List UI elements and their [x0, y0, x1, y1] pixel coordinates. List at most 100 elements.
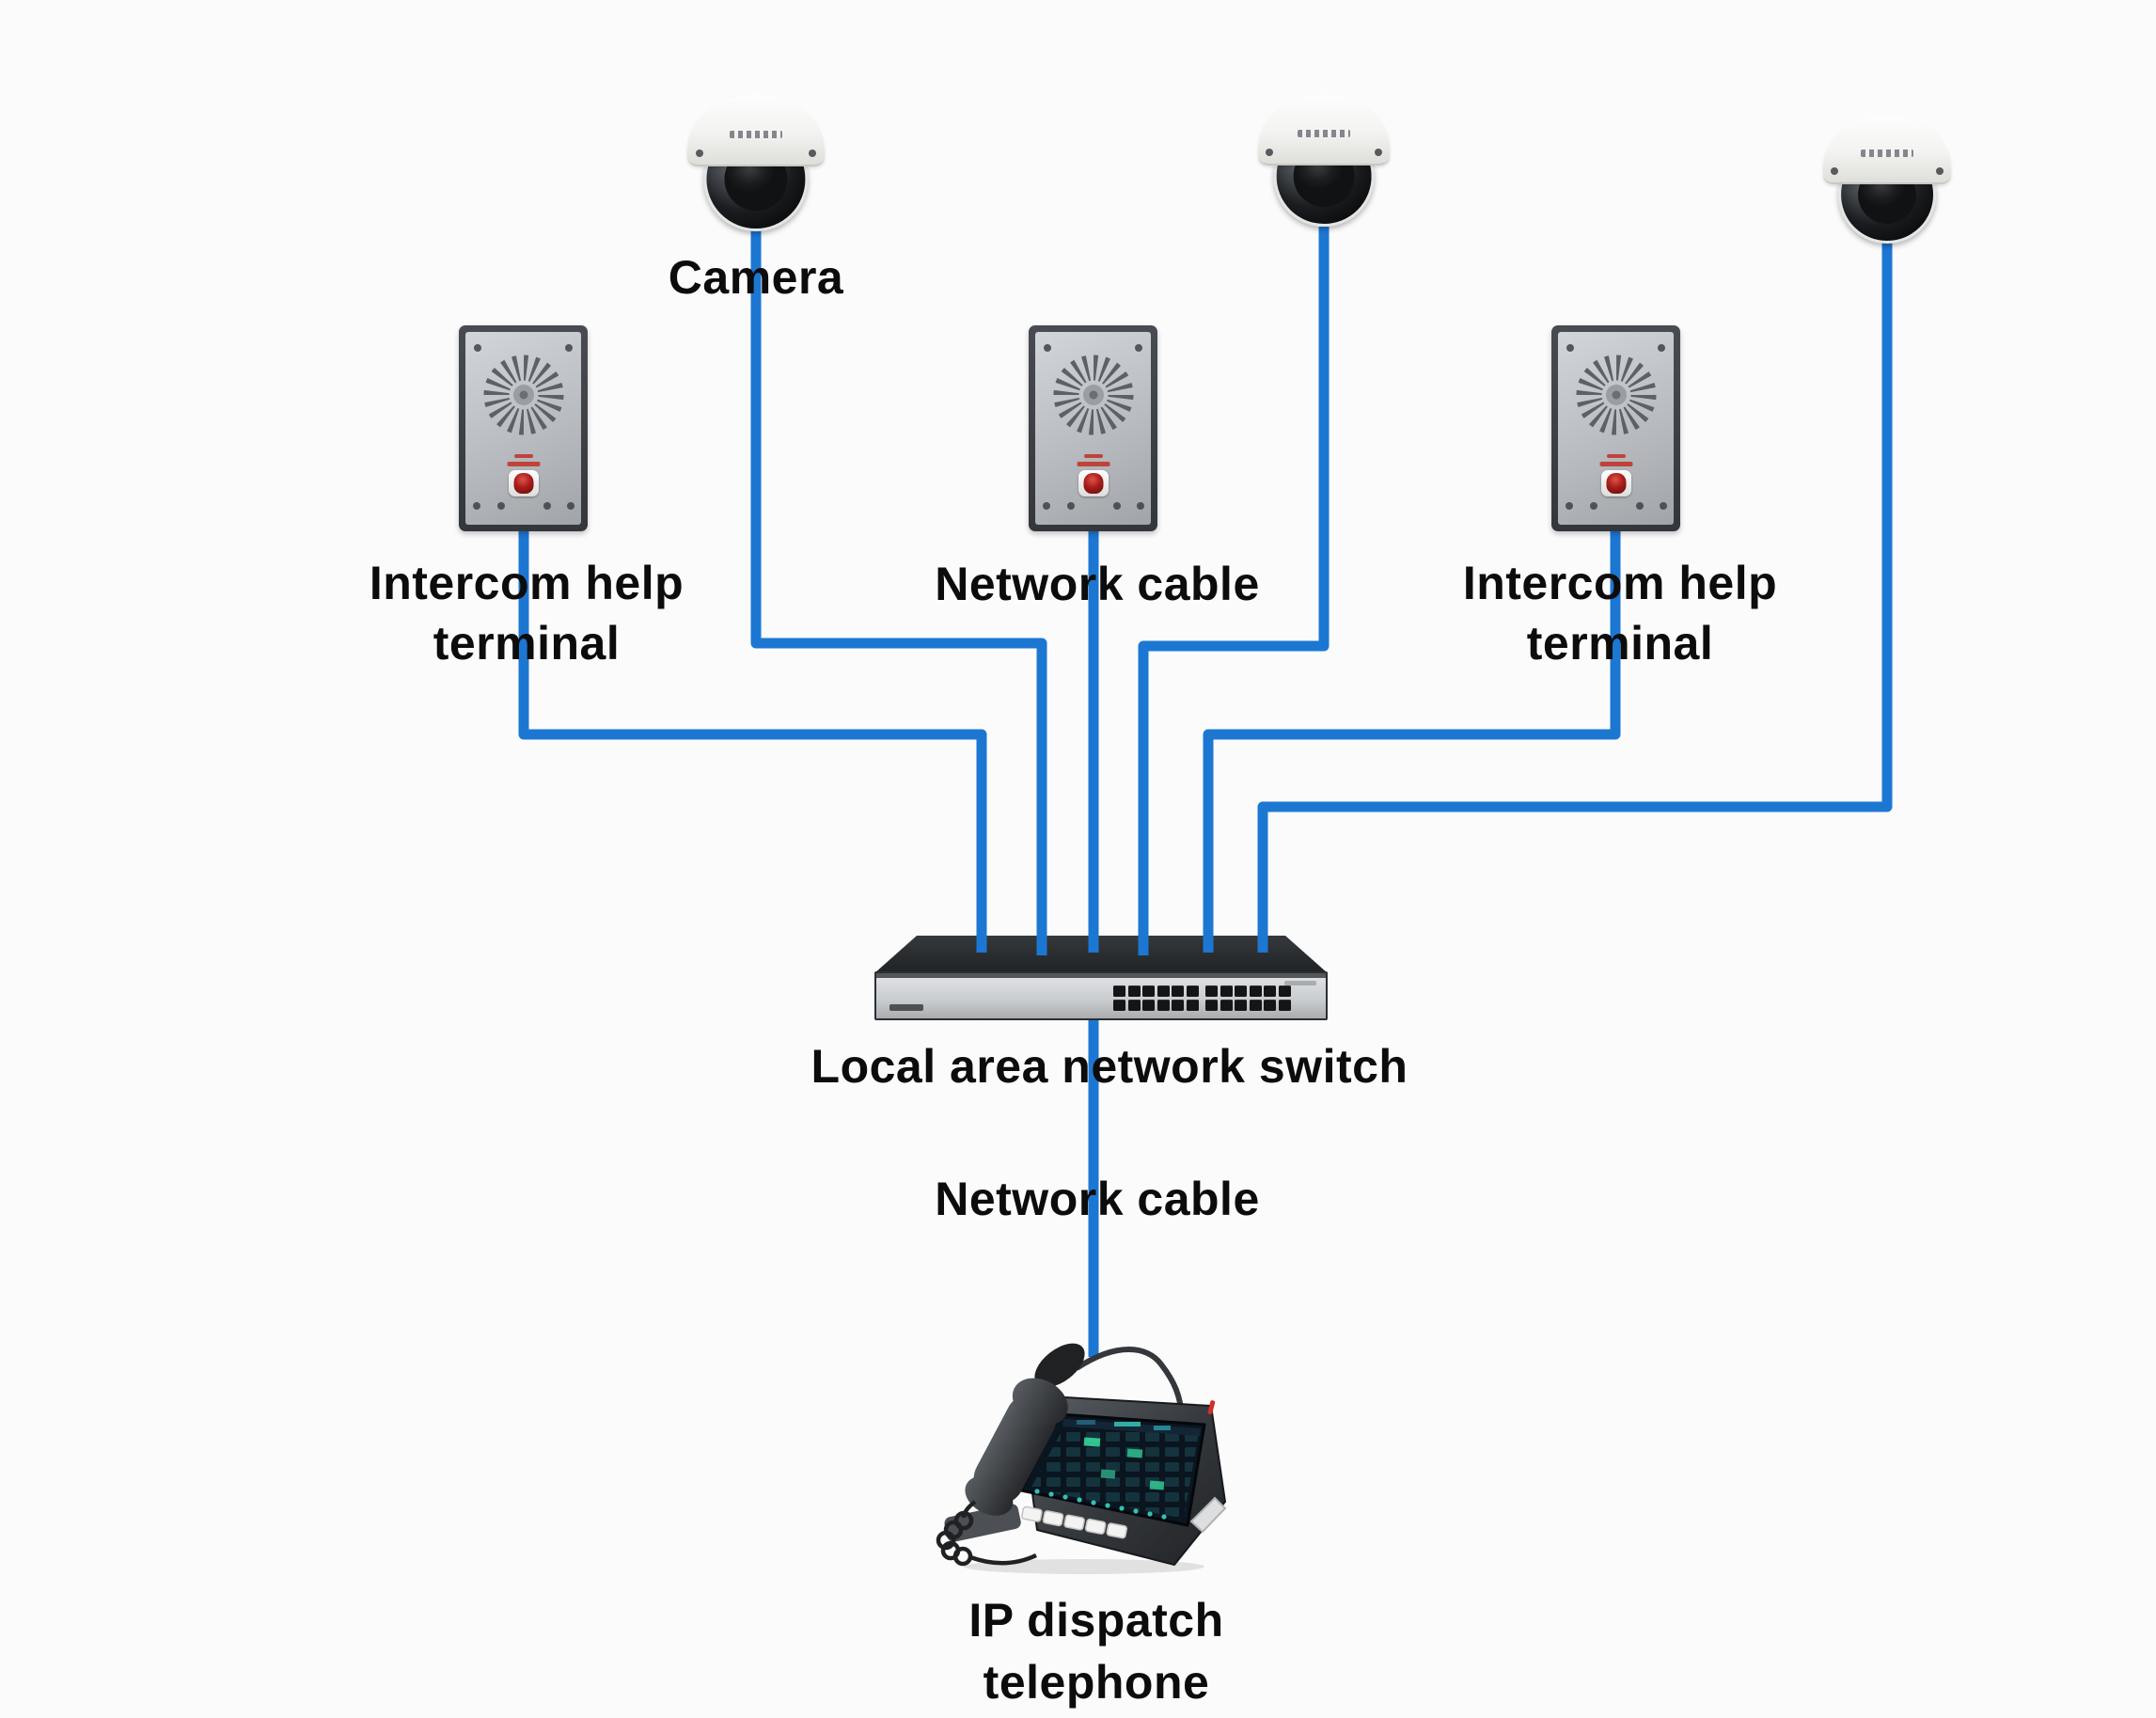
screw	[1660, 502, 1667, 510]
screw	[1067, 502, 1075, 510]
grille-rays	[1576, 355, 1656, 435]
speaker-grille-icon	[1053, 355, 1133, 435]
ethernet-port	[1205, 985, 1218, 997]
lan-switch-label: Local area network switch	[810, 1040, 1408, 1093]
ethernet-port	[1186, 1000, 1199, 1011]
emergency-text-mark	[513, 454, 533, 458]
screen-header-accent	[1154, 1426, 1171, 1430]
screw	[1566, 502, 1573, 510]
emergency-text-mark	[1606, 454, 1626, 458]
ethernet-port	[1113, 985, 1125, 997]
screw	[1137, 502, 1144, 510]
function-keys	[1021, 1505, 1128, 1539]
screen-active-cell	[1100, 1469, 1116, 1479]
ethernet-port	[1205, 1000, 1218, 1011]
gooseneck-mic-arm	[1075, 1347, 1185, 1420]
call-button-knob	[1083, 473, 1103, 494]
ethernet-port	[1142, 985, 1155, 997]
grille-hub-dot	[1612, 390, 1620, 400]
intercom-left-label-line1: Intercom help	[369, 557, 685, 609]
dome-camera-1	[687, 94, 825, 231]
call-button-knob	[1606, 473, 1626, 494]
speaker-grille-icon	[1576, 355, 1656, 435]
intercom-faceplate	[1558, 332, 1674, 525]
emergency-call-button	[508, 470, 539, 496]
ethernet-port-group	[1113, 985, 1199, 1011]
screw	[1135, 344, 1142, 352]
camera-label: Camera	[668, 251, 844, 304]
intercom-help-terminal-2	[1029, 325, 1157, 531]
ethernet-port	[1220, 985, 1233, 997]
ethernet-port	[1249, 1000, 1262, 1011]
screw	[1935, 166, 1944, 175]
ip-phone-label-line2: telephone	[983, 1656, 1210, 1709]
ethernet-port	[1142, 1000, 1155, 1011]
screw	[1044, 344, 1051, 352]
grille-hub-dot	[1089, 390, 1097, 400]
intercom-right-label: Intercom help terminal	[1463, 553, 1777, 673]
emergency-text-mark	[507, 462, 540, 466]
camera-housing	[1823, 115, 1951, 184]
screen-active-cell	[1126, 1448, 1143, 1458]
ethernet-port	[1235, 1000, 1247, 1011]
screw	[809, 149, 817, 157]
ethernet-port	[1249, 985, 1262, 997]
network-cable-bottom-label: Network cable	[935, 1173, 1260, 1225]
grille-hub-dot	[519, 390, 527, 400]
local-area-network-switch	[874, 971, 1328, 1020]
screen-header-accent	[1077, 1420, 1095, 1425]
ethernet-port	[1172, 1000, 1184, 1011]
emergency-call-button	[1078, 470, 1109, 496]
network-cable-top-label: Network cable	[935, 558, 1260, 610]
screw	[497, 502, 505, 510]
ethernet-port	[1278, 1000, 1291, 1011]
screw	[565, 344, 573, 352]
camera-brand-mark	[730, 131, 782, 139]
intercom-faceplate	[1035, 332, 1151, 525]
emergency-text-mark	[1083, 454, 1103, 458]
coiled-cord	[936, 1500, 1037, 1567]
screen-active-cell	[1083, 1437, 1101, 1447]
switch-brand-mark	[889, 1004, 923, 1011]
screw	[1113, 502, 1121, 510]
intercom-right-label-line2: terminal	[1526, 617, 1714, 670]
screw	[1636, 502, 1644, 510]
ethernet-port	[1127, 1000, 1141, 1011]
screw	[567, 502, 574, 510]
intercom-left-label-line2: terminal	[433, 617, 621, 670]
screw	[695, 149, 703, 157]
screw	[543, 502, 551, 510]
call-button-knob	[513, 473, 533, 494]
ip-phone-label-line1: IP dispatch	[968, 1594, 1224, 1647]
network-cable-intercom-3	[1203, 528, 1621, 953]
ethernet-port-group	[1205, 985, 1291, 1011]
ethernet-port	[1278, 985, 1291, 997]
intercom-right-label-line1: Intercom help	[1462, 557, 1778, 609]
screw	[1566, 344, 1574, 352]
handset	[965, 1378, 1068, 1516]
ip-phone-label: IP dispatch telephone	[968, 1589, 1223, 1713]
camera-housing	[687, 94, 825, 167]
emergency-call-button	[1600, 470, 1631, 496]
mic-foam-windscreen	[1034, 1343, 1085, 1388]
ethernet-port	[1235, 985, 1247, 997]
screen-active-cell	[1149, 1480, 1165, 1490]
screen-header-accent	[1114, 1422, 1141, 1426]
grille-rays	[1053, 355, 1133, 435]
camera-housing	[1258, 94, 1390, 165]
ethernet-port	[1220, 1000, 1233, 1011]
intercom-help-terminal-3	[1551, 325, 1680, 531]
emergency-text-mark	[1599, 462, 1632, 466]
screw	[474, 344, 481, 352]
screw	[1266, 148, 1274, 156]
emergency-text-mark	[1077, 462, 1109, 466]
phone-shadow	[964, 1559, 1204, 1574]
network-cable-intercom-1	[518, 528, 987, 953]
ethernet-port	[1264, 985, 1276, 997]
switch-lid-edge	[876, 973, 1326, 978]
intercom-faceplate	[465, 332, 581, 525]
dome-camera-3	[1823, 115, 1951, 244]
network-cable-camera-1	[750, 229, 1047, 955]
